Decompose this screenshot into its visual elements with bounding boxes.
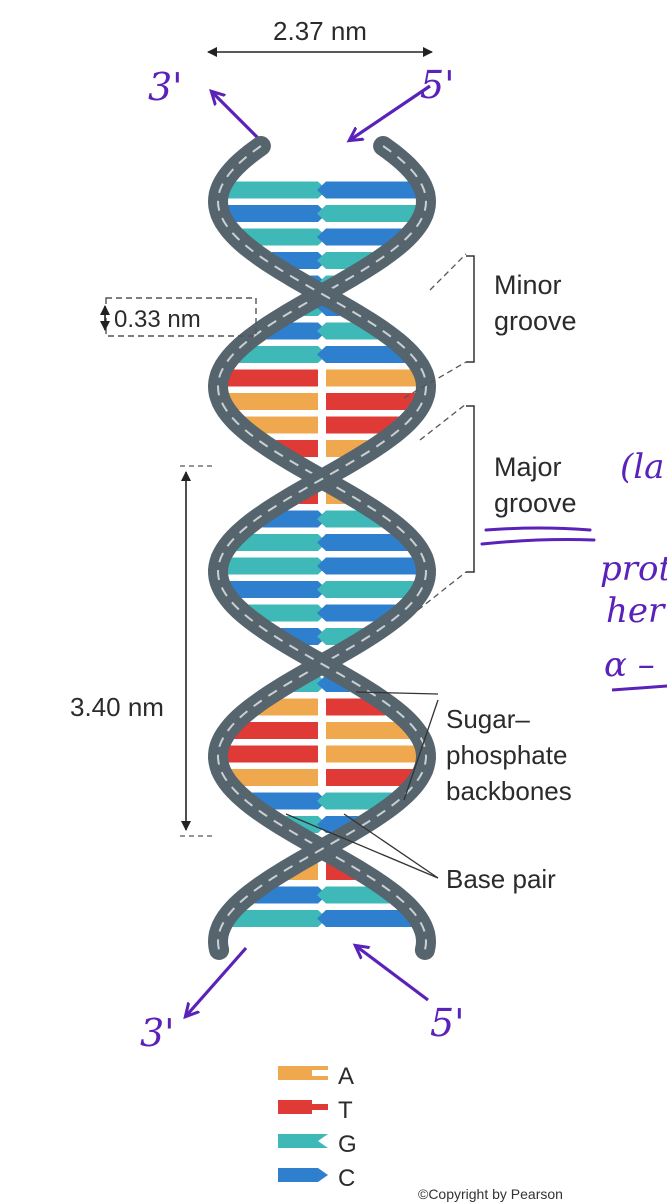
margin-note-1: (lar [620, 447, 667, 487]
backbones-label-line1: Sugar– [446, 704, 530, 734]
base-c [317, 182, 418, 199]
margin-note-3: her [606, 591, 666, 631]
base-c [229, 581, 327, 598]
backbones-label-line2: phosphate [446, 740, 567, 770]
base-pair [236, 534, 407, 553]
minor-groove-label-line2: groove [494, 306, 577, 336]
major-groove-callout: Major groove [418, 404, 594, 610]
base-pair [239, 346, 405, 365]
base-a [326, 746, 420, 763]
top-right-arrow [350, 86, 430, 140]
base-g [317, 205, 418, 222]
bottom-left-3prime-label: 3' [140, 1011, 175, 1055]
base-pair [234, 722, 410, 741]
base-t [224, 746, 318, 763]
bottom-left-strand-end: 3' [140, 948, 246, 1055]
base-pair-label: Base pair [446, 864, 556, 894]
pitch-dimension: 3.40 nm [70, 466, 214, 836]
top-right-strand-end: 5' [350, 63, 455, 140]
base-a [326, 370, 419, 387]
backbones-label-line3: backbones [446, 776, 572, 806]
margin-notes: (lar prote her α – [600, 447, 667, 690]
legend-item-g: G [278, 1131, 357, 1158]
base-c [317, 910, 412, 927]
legend-item-c: C [278, 1165, 355, 1192]
base-pair [227, 393, 416, 412]
base-pair [224, 746, 420, 765]
major-groove-handwritten-underline [482, 528, 594, 544]
legend-label-g: G [338, 1131, 357, 1158]
width-dimension: 2.37 nm [208, 16, 432, 52]
major-groove-label-line1: Major [494, 452, 562, 482]
base-legend: A T G C [278, 1063, 357, 1192]
base-pair [242, 229, 401, 248]
base-a [231, 769, 318, 786]
legend-label-t: T [338, 1097, 353, 1124]
base-g [317, 581, 415, 598]
base-pair [231, 769, 414, 788]
base-t [326, 769, 413, 786]
base-g [226, 182, 327, 199]
margin-note-2: prote [600, 549, 667, 589]
base-pair [249, 605, 395, 624]
rise-label: 0.33 nm [114, 306, 201, 333]
base-pair [226, 182, 418, 201]
base-pair [225, 370, 419, 389]
top-right-5prime-label: 5' [420, 63, 455, 107]
base-c [317, 558, 420, 575]
base-t [326, 393, 417, 410]
legend-item-a: A [278, 1063, 354, 1090]
bottom-right-strand-end: 5' [356, 946, 465, 1045]
base-g [232, 910, 327, 927]
base-a [227, 393, 318, 410]
legend-item-t: T [278, 1097, 353, 1124]
base-c [226, 205, 327, 222]
top-left-strand-end: 3' [148, 65, 268, 148]
base-pair [255, 887, 389, 906]
margin-note-4: α – [604, 645, 655, 685]
legend-label-c: C [338, 1165, 355, 1192]
major-groove-label-line2: groove [494, 488, 577, 518]
base-pair [252, 793, 391, 812]
base-t [225, 370, 318, 387]
width-label: 2.37 nm [273, 16, 367, 46]
base-pair [226, 205, 418, 224]
top-left-3prime-label: 3' [148, 65, 183, 109]
base-g [224, 558, 327, 575]
rise-dimension: 0.33 nm [105, 298, 256, 336]
base-pair [229, 581, 415, 600]
pitch-label: 3.40 nm [70, 692, 164, 722]
base-pair [224, 558, 419, 577]
base-pair [245, 417, 398, 436]
minor-groove-label-line1: Minor [494, 270, 562, 300]
bottom-right-5prime-label: 5' [430, 1001, 465, 1045]
legend-label-a: A [338, 1063, 354, 1090]
base-pair [232, 910, 412, 929]
